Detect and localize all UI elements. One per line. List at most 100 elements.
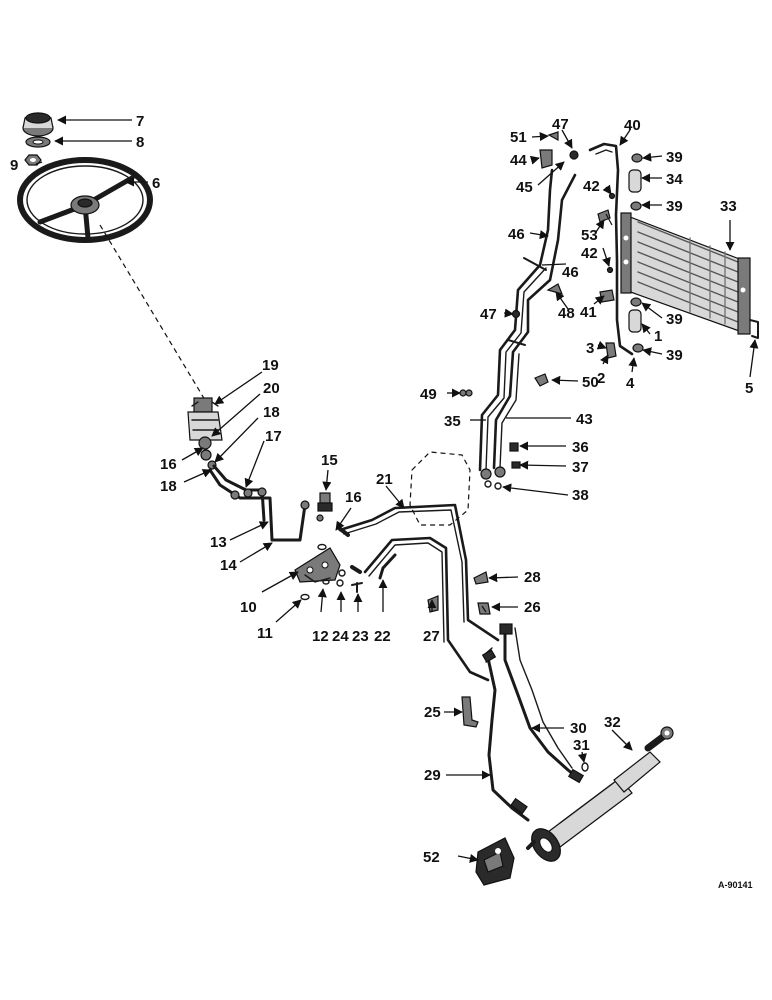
callout-23: 23 (352, 628, 369, 645)
callout-2: 2 (597, 370, 605, 387)
callout-18-upper: 18 (263, 404, 280, 421)
fitting-15 (316, 492, 333, 522)
o-ring (317, 543, 327, 551)
fitting-24 (336, 569, 346, 587)
callout-14: 14 (220, 557, 237, 574)
callout-24: 24 (332, 628, 349, 645)
callout-20: 20 (263, 380, 280, 397)
callout-16-right: 16 (345, 489, 362, 506)
callout-52: 52 (423, 849, 440, 866)
o-ring-11 (300, 593, 310, 601)
clip-41 (599, 289, 615, 303)
bracket-10 (294, 547, 341, 583)
steering-shaft-centerline (99, 224, 206, 401)
nut-47-upper (569, 150, 579, 160)
ball-42-upper (608, 192, 616, 200)
clip-44 (539, 149, 553, 169)
clip-27 (427, 595, 439, 613)
tube-40 (588, 142, 634, 356)
callout-21: 21 (376, 471, 393, 488)
tube-break (507, 339, 526, 346)
clip-50 (534, 373, 549, 387)
steering-cap (22, 112, 54, 137)
callout-46-left: 46 (508, 226, 525, 243)
callout-38: 38 (572, 487, 589, 504)
reference-panel-outline (409, 451, 471, 526)
callout-47-upper: 47 (552, 116, 569, 133)
callout-25: 25 (424, 704, 441, 721)
callout-45: 45 (516, 179, 533, 196)
fitting-39-c (630, 297, 642, 307)
anchor-bracket-52 (475, 837, 515, 886)
tube-22 (363, 536, 490, 682)
callout-18-lower: 18 (160, 478, 177, 495)
callout-47-lower: 47 (480, 306, 497, 323)
callout-51: 51 (510, 129, 527, 146)
fitting-39-b (630, 201, 642, 211)
tube-43 (492, 173, 577, 470)
tube-46-break (523, 257, 547, 271)
callout-17: 17 (265, 428, 282, 445)
callout-30: 30 (570, 720, 587, 737)
nut (24, 154, 42, 166)
callout-39-d: 39 (666, 347, 683, 364)
fitting-49 (459, 389, 473, 397)
ball-42-lower (606, 266, 614, 274)
callout-37: 37 (572, 459, 589, 476)
callout-42-upper: 42 (583, 178, 600, 195)
steering-valve (187, 397, 223, 450)
callout-labels: 7 8 9 6 19 20 18 17 16 18 15 16 13 14 10… (10, 113, 753, 890)
clip-28 (473, 571, 489, 585)
callout-35: 35 (444, 413, 461, 430)
clip-26 (477, 602, 491, 615)
callout-4: 4 (626, 375, 635, 392)
callout-12: 12 (312, 628, 329, 645)
callout-27: 27 (423, 628, 440, 645)
callout-39-b: 39 (666, 198, 683, 215)
callout-50: 50 (582, 374, 599, 391)
callout-3: 3 (586, 340, 594, 357)
o-ring-12 (322, 579, 330, 585)
callout-1: 1 (654, 328, 662, 345)
clip-48 (546, 283, 564, 295)
callout-40: 40 (624, 117, 641, 134)
callout-13: 13 (210, 534, 227, 551)
callout-5: 5 (745, 380, 753, 397)
callout-22: 22 (374, 628, 391, 645)
hose-29 (481, 647, 530, 822)
callout-6: 6 (152, 175, 160, 192)
callout-8: 8 (136, 134, 144, 151)
callout-28: 28 (524, 569, 541, 586)
leader-lines (35, 115, 759, 863)
tee-fitting-23 (351, 582, 363, 593)
callout-36: 36 (572, 439, 589, 456)
callout-32: 32 (604, 714, 621, 731)
fitting-39-a (631, 153, 643, 163)
steering-cylinder (526, 726, 674, 862)
callout-44: 44 (510, 152, 527, 169)
steering-wheel (17, 157, 153, 243)
callout-15: 15 (321, 452, 338, 469)
callout-41: 41 (580, 304, 597, 321)
callout-16-left: 16 (160, 456, 177, 473)
fittings-36-38 (480, 442, 521, 490)
callout-29: 29 (424, 767, 441, 784)
callout-48: 48 (558, 305, 575, 322)
tube-21 (338, 503, 500, 642)
callout-11: 11 (257, 625, 273, 642)
clip-53 (597, 209, 613, 226)
callout-9: 9 (10, 157, 18, 174)
tube-assembly-13-14 (208, 464, 310, 542)
callout-49: 49 (420, 386, 437, 403)
callout-26: 26 (524, 599, 541, 616)
bracket-5 (749, 319, 759, 339)
elbow-fittings (337, 526, 362, 574)
callout-39-c: 39 (666, 311, 683, 328)
callout-43: 43 (576, 411, 593, 428)
callout-39-a: 39 (666, 149, 683, 166)
callout-34: 34 (666, 171, 683, 188)
hose-1 (628, 309, 642, 333)
callout-53: 53 (581, 227, 598, 244)
tube-22-end (378, 553, 397, 580)
hose-30 (499, 623, 585, 784)
